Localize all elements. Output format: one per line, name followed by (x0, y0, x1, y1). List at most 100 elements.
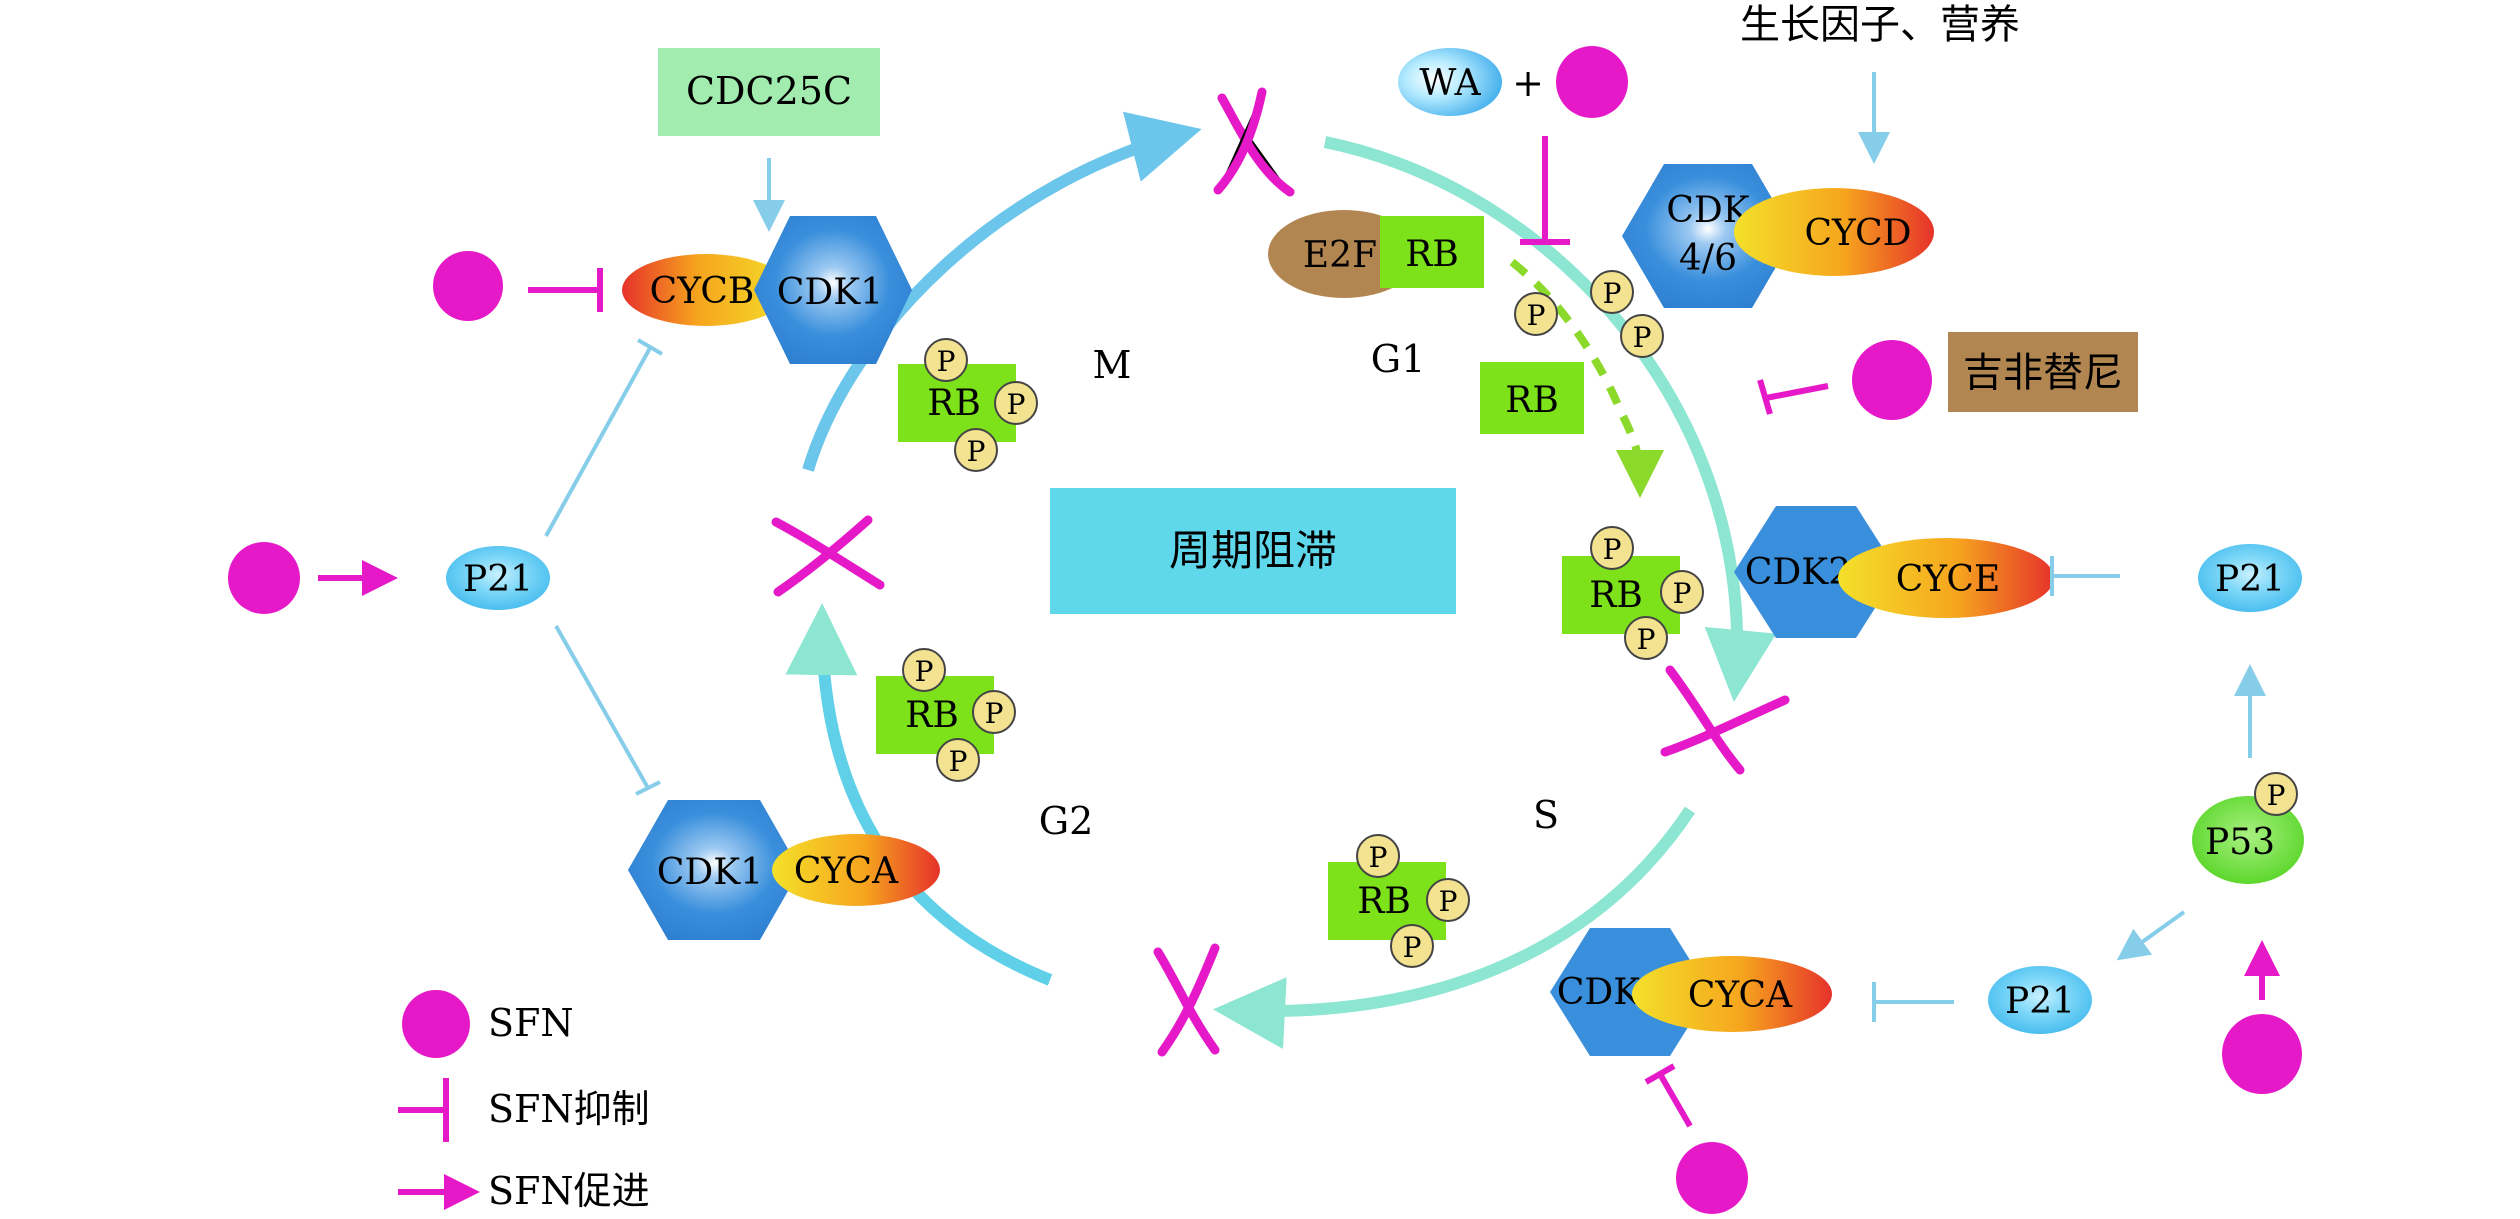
phospho-rb-g2: RB P P P (876, 648, 1016, 782)
svg-text:P: P (949, 745, 968, 778)
block-mark-right (1660, 665, 1790, 775)
legend: SFN SFN抑制 SFN促进 (398, 990, 650, 1213)
sfn-circle-gefitinib (1852, 340, 1932, 420)
block-mark-left (771, 515, 885, 597)
phospho-rb-g1: RB P P P (1562, 526, 1704, 660)
p53-ellipse (2192, 796, 2304, 884)
rb-free-label: RB (1505, 380, 1559, 421)
p21-right-top-label: P21 (2215, 559, 2285, 600)
growth-factor-label: 生长因子、营养 (1740, 2, 2020, 48)
cdk2-top-hexagon (1734, 506, 1898, 638)
svg-text:RB: RB (927, 383, 981, 424)
cyca-bottom-ellipse (1632, 956, 1832, 1032)
free-p-2 (1590, 270, 1634, 314)
phase-s-label: S (1533, 793, 1559, 837)
svg-text:P: P (1527, 299, 1546, 332)
legend-inhibit-icon (398, 1078, 449, 1142)
cdk1-left-hexagon (628, 800, 800, 940)
gefitinib-label: 吉非替尼 (1963, 350, 2123, 396)
cyca-left-ellipse (772, 834, 940, 906)
phase-g1-label: G1 (1371, 337, 1426, 381)
legend-sfn-icon (402, 990, 470, 1058)
svg-text:RB: RB (1357, 881, 1411, 922)
svg-text:P: P (1633, 321, 1652, 354)
gefitinib-inhibit (1757, 379, 1829, 415)
cdk2-bottom-hexagon (1550, 928, 1710, 1056)
cycd-ellipse (1734, 188, 1934, 276)
cdk1-left-label: CDK1 (657, 852, 763, 893)
sfn-circle-wa (1556, 46, 1628, 118)
sfn-inhibit-cycb (528, 268, 603, 312)
svg-text:P: P (985, 697, 1004, 730)
sfn-inhibit-cdk2-cyca (1644, 1063, 1693, 1128)
cdc25c-box (658, 48, 880, 136)
cdk1-top-label: CDK1 (777, 272, 883, 313)
block-mark-top (1213, 87, 1295, 197)
phase-m-label: M (1093, 343, 1132, 387)
cdk46-label-line2: 4/6 (1679, 238, 1737, 279)
wa-ellipse (1398, 48, 1502, 116)
phospho-rb-m: RB P P P (898, 338, 1038, 472)
phase-g2-label: G2 (1039, 799, 1094, 843)
wa-inhibit-rb (1520, 136, 1570, 245)
p21-right-top-ellipse (2198, 544, 2302, 612)
svg-text:P: P (937, 345, 956, 378)
cyca-left-label: CYCA (794, 851, 899, 892)
gefitinib-box (1948, 332, 2138, 412)
sfn-circle-bottom (1676, 1142, 1748, 1214)
cyca-bottom-label: CYCA (1688, 975, 1793, 1016)
cdk1-top-hexagon (754, 216, 912, 364)
cycle-arc-m (802, 111, 1202, 472)
legend-promote-label: SFN促进 (488, 1169, 650, 1213)
p21-left-label: P21 (463, 559, 533, 600)
cycle-arc-s (1213, 806, 1695, 1050)
rb-bound-label: RB (1405, 234, 1459, 275)
svg-text:P: P (915, 655, 934, 688)
block-mark-bottom (1153, 943, 1220, 1057)
arrest-label: 周期阻滞 (1169, 526, 1337, 575)
sfn-circle-p53 (2222, 1014, 2302, 1094)
p21-inhibit-cdk2-cyca (1872, 982, 1954, 1022)
svg-text:P: P (1603, 533, 1622, 566)
p53-label: P53 (2205, 822, 2275, 863)
svg-text:RB: RB (905, 695, 959, 736)
p21-right-bottom-label: P21 (2005, 981, 2075, 1022)
legend-sfn-label: SFN (488, 1001, 574, 1045)
p21-inhibit-cdk1-cyca (554, 625, 661, 796)
svg-text:P: P (1369, 841, 1388, 874)
e2f-label: E2F (1303, 235, 1377, 276)
svg-text:P: P (1673, 577, 1692, 610)
p53-to-p21-bottom (2116, 910, 2186, 961)
p21-left-ellipse (446, 546, 550, 610)
arrest-box (1050, 488, 1456, 614)
cycb-label: CYCB (650, 271, 755, 312)
wa-plus: + (1512, 61, 1544, 105)
cdk2-top-label: CDK2 (1745, 552, 1851, 593)
free-p-1 (1514, 292, 1558, 336)
cdc25c-label: CDC25C (686, 69, 852, 113)
svg-text:P: P (1403, 931, 1422, 964)
svg-text:P: P (967, 435, 986, 468)
phospho-rb-s: RB P P P (1328, 834, 1470, 968)
wa-label: WA (1419, 63, 1481, 104)
cdk46-hexagon (1622, 164, 1794, 308)
sfn-circle-left (228, 542, 300, 614)
cyce-ellipse (1838, 538, 2054, 618)
sfn-circle-cycb (433, 251, 503, 321)
p21-right-bottom-ellipse (1988, 966, 2092, 1034)
free-p-3 (1620, 314, 1664, 358)
p21-inhibit-cyce (2050, 556, 2120, 596)
svg-text:P: P (1603, 277, 1622, 310)
legend-inhibit-label: SFN抑制 (488, 1087, 650, 1131)
cycd-label: CYCD (1804, 213, 1911, 254)
svg-text:P: P (1007, 388, 1026, 421)
p53-phospho (2254, 772, 2298, 816)
p21-inhibit-cycb (544, 338, 664, 537)
svg-text:RB: RB (1589, 575, 1643, 616)
rb-free-box (1480, 362, 1584, 434)
cyce-label: CYCE (1896, 559, 2001, 600)
cycb-ellipse (622, 254, 790, 326)
svg-text:P: P (1439, 885, 1458, 918)
